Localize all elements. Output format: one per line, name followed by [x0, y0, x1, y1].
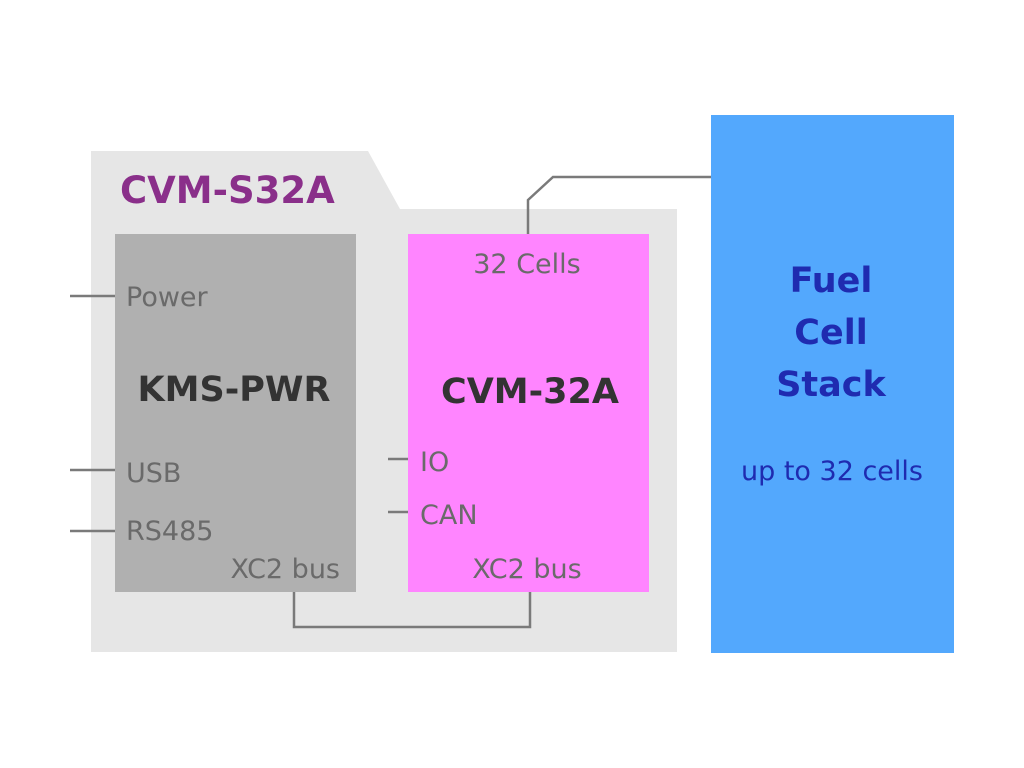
enclosure-title: CVM-S32A — [120, 169, 335, 212]
fuel-cell-stack — [711, 115, 954, 653]
stack-title-line-1: Fuel — [790, 261, 873, 301]
kms-usb-port-label: USB — [126, 458, 181, 489]
stack-title-line-2: Cell — [794, 313, 867, 353]
cvm-32a-title: CVM-32A — [441, 372, 619, 412]
cvm-can-port-label: CAN — [420, 500, 478, 531]
connection-lines — [70, 175, 711, 629]
cvm-io-port-label: IO — [420, 447, 449, 478]
kms-pwr-title: KMS-PWR — [138, 370, 331, 410]
kms-pwr-module — [115, 234, 356, 592]
stack-title-line-3: Stack — [776, 365, 886, 405]
stack-subtitle: up to 32 cells — [741, 456, 923, 487]
kms-bus-port-label: XC2 bus — [231, 554, 340, 585]
cvm-bus-port-label: XC2 bus — [472, 554, 581, 585]
kms-power-port-label: Power — [126, 282, 209, 313]
cells-to-stack-line — [526, 175, 711, 234]
cvm-cells-port-label: 32 Cells — [473, 249, 580, 280]
xc2-bus-link — [292, 592, 532, 629]
cvm-32a-module — [408, 234, 649, 592]
kms-rs485-port-label: RS485 — [126, 516, 213, 547]
